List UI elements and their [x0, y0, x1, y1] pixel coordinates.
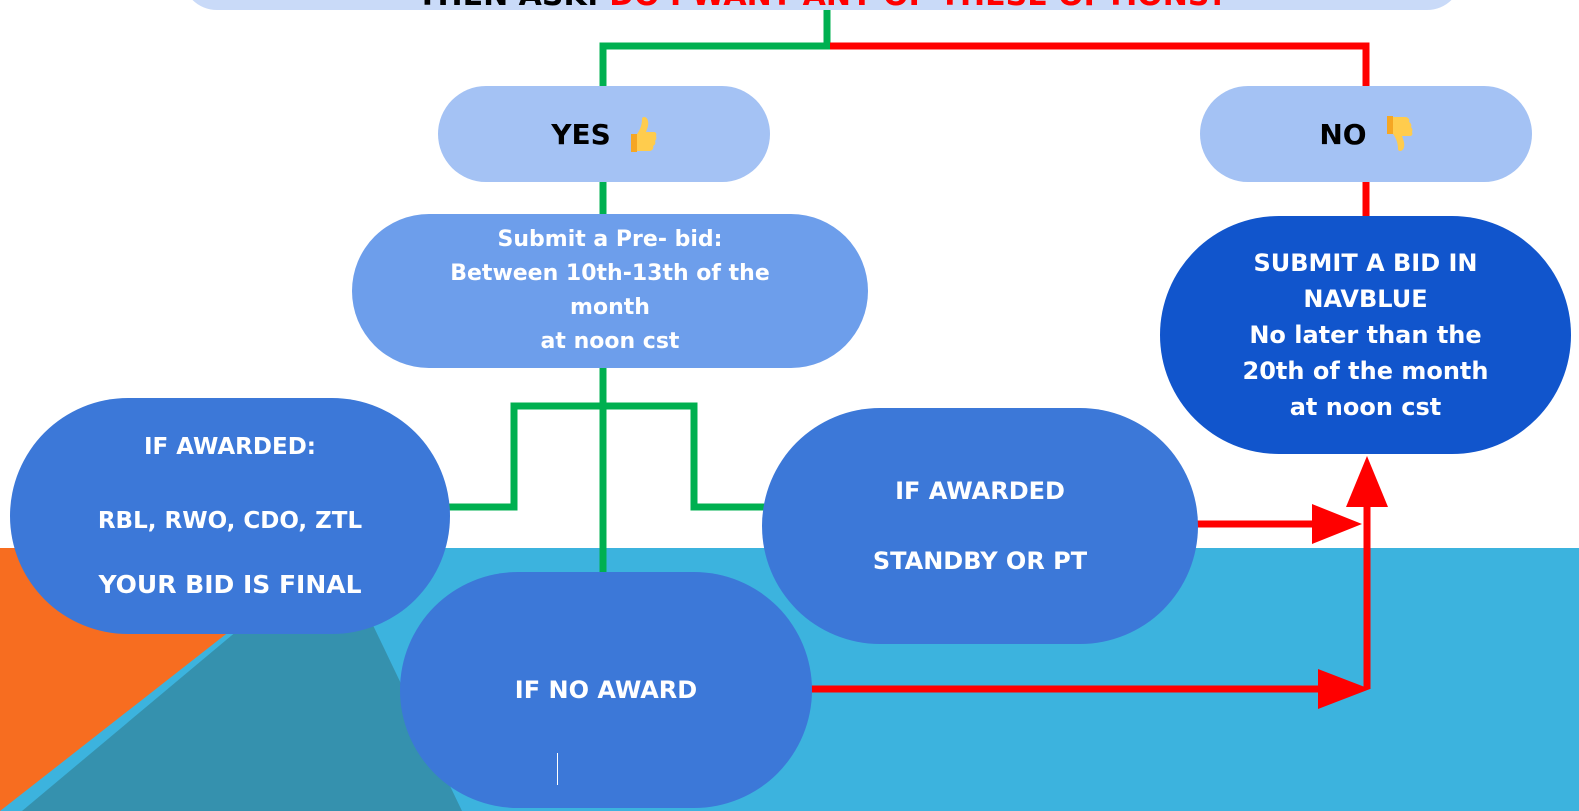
- navblue-node: SUBMIT A BID IN NAVBLUE No later than th…: [1160, 216, 1571, 454]
- navblue-arrowhead: [1346, 456, 1388, 507]
- prebid-line-4: at noon cst: [540, 329, 680, 354]
- award-standby-subtitle: STANDBY OR PT: [872, 547, 1088, 575]
- prebid-line-2: Between 10th-13th of the: [450, 261, 770, 286]
- thumbs-down-icon: [1386, 116, 1413, 152]
- prebid-line-3: month: [570, 295, 650, 320]
- prebid-line-1: Submit a Pre- bid:: [497, 227, 723, 252]
- award-standby-title: IF AWARDED: [895, 477, 1065, 505]
- banner-prefix: THEN ASK:: [417, 0, 609, 10]
- award-reserve-list: RBL, RWO, CDO, ZTL: [97, 508, 363, 534]
- navblue-line-3: No later than the: [1249, 321, 1482, 349]
- yes-node: YES: [438, 86, 770, 182]
- no-node: NO: [1200, 86, 1532, 182]
- thumbs-up-icon: [630, 116, 657, 152]
- navblue-line-2: NAVBLUE: [1303, 285, 1428, 313]
- award-reserve-title: IF AWARDED:: [144, 434, 316, 460]
- navblue-line-1: SUBMIT A BID IN: [1253, 249, 1478, 277]
- no-award-label: IF NO AWARD: [514, 676, 698, 704]
- no-branch-line: [830, 42, 1370, 100]
- award-reserve-final: YOUR BID IS FINAL: [98, 570, 362, 599]
- award-reserve-node: IF AWARDED: RBL, RWO, CDO, ZTL YOUR BID …: [10, 398, 450, 634]
- award-standby-node: IF AWARDED STANDBY OR PT: [762, 408, 1198, 644]
- no-award-node: IF NO AWARD: [400, 572, 812, 808]
- no-label: NO: [1319, 117, 1367, 151]
- text-cursor: [557, 753, 558, 785]
- top-question-banner: THEN ASK: DO I WANT ANY OF THESE OPTIONS…: [182, 0, 1462, 10]
- yes-branch-line: [599, 4, 831, 100]
- noaward-arrowhead: [1318, 669, 1370, 709]
- standby-arrowhead: [1312, 504, 1362, 544]
- prebid-node: Submit a Pre- bid: Between 10th-13th of …: [352, 214, 868, 368]
- no-path-lines: [810, 42, 1371, 693]
- navblue-line-5: at noon cst: [1289, 393, 1442, 421]
- arrowheads: [1312, 456, 1388, 709]
- banner-question: DO I WANT ANY OF THESE OPTIONS?: [609, 0, 1227, 10]
- navblue-line-4: 20th of the month: [1242, 357, 1489, 385]
- yes-label: YES: [551, 117, 611, 151]
- prebid-to-award-reserve-line: [448, 402, 770, 511]
- yes-path-lines: [448, 4, 831, 574]
